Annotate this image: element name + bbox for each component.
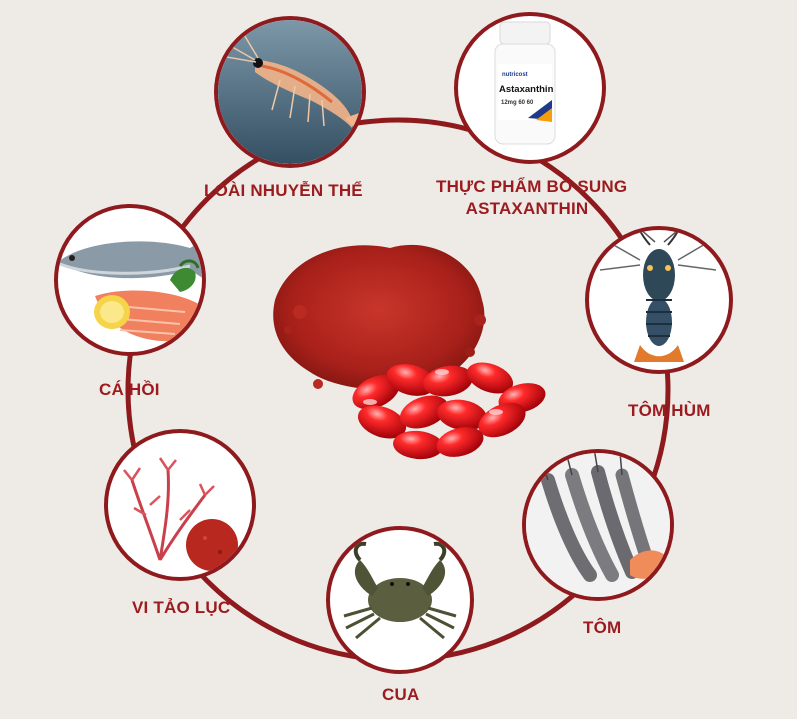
label-salmon: CÁ HỒI: [99, 380, 160, 399]
node-lobster: [585, 226, 733, 374]
label-supplement-line1: THỰC PHẨM BỔ SUNG: [436, 177, 628, 196]
salmon-icon: [58, 236, 202, 342]
node-shrimp: [522, 449, 674, 601]
label-lobster: TÔM HÙM: [628, 401, 711, 420]
bottle-name: Astaxanthin: [499, 84, 554, 95]
supplement-bottle-icon: nutricost Astaxanthin 12mg 60 60: [494, 21, 556, 145]
label-supplement-line2: ASTAXANTHIN: [465, 199, 589, 218]
node-crab: [326, 526, 474, 674]
node-supplement: nutricost Astaxanthin 12mg 60 60: [454, 12, 606, 164]
node-salmon: [54, 204, 206, 356]
bottle-brand: nutricost: [502, 72, 528, 78]
shrimp-icon: [526, 453, 670, 597]
node-krill: [214, 16, 366, 168]
lobster-icon: [599, 230, 717, 362]
microalgae-icon: [123, 457, 238, 571]
label-crab: CUA: [382, 685, 420, 704]
label-krill: LOÀI NHUYỄN THỂ: [204, 181, 363, 200]
label-shrimp: TÔM: [583, 618, 622, 637]
astaxanthin-powder-and-capsules-icon: [273, 244, 546, 460]
crab-icon: [343, 541, 457, 640]
label-microalgae: VI TẢO LỤC: [132, 598, 231, 617]
node-microalgae: [104, 429, 256, 581]
bottle-detail: 12mg 60 60: [501, 100, 534, 106]
label-supplement: THỰC PHẨM BỔ SUNG ASTAXANTHIN: [436, 176, 628, 220]
